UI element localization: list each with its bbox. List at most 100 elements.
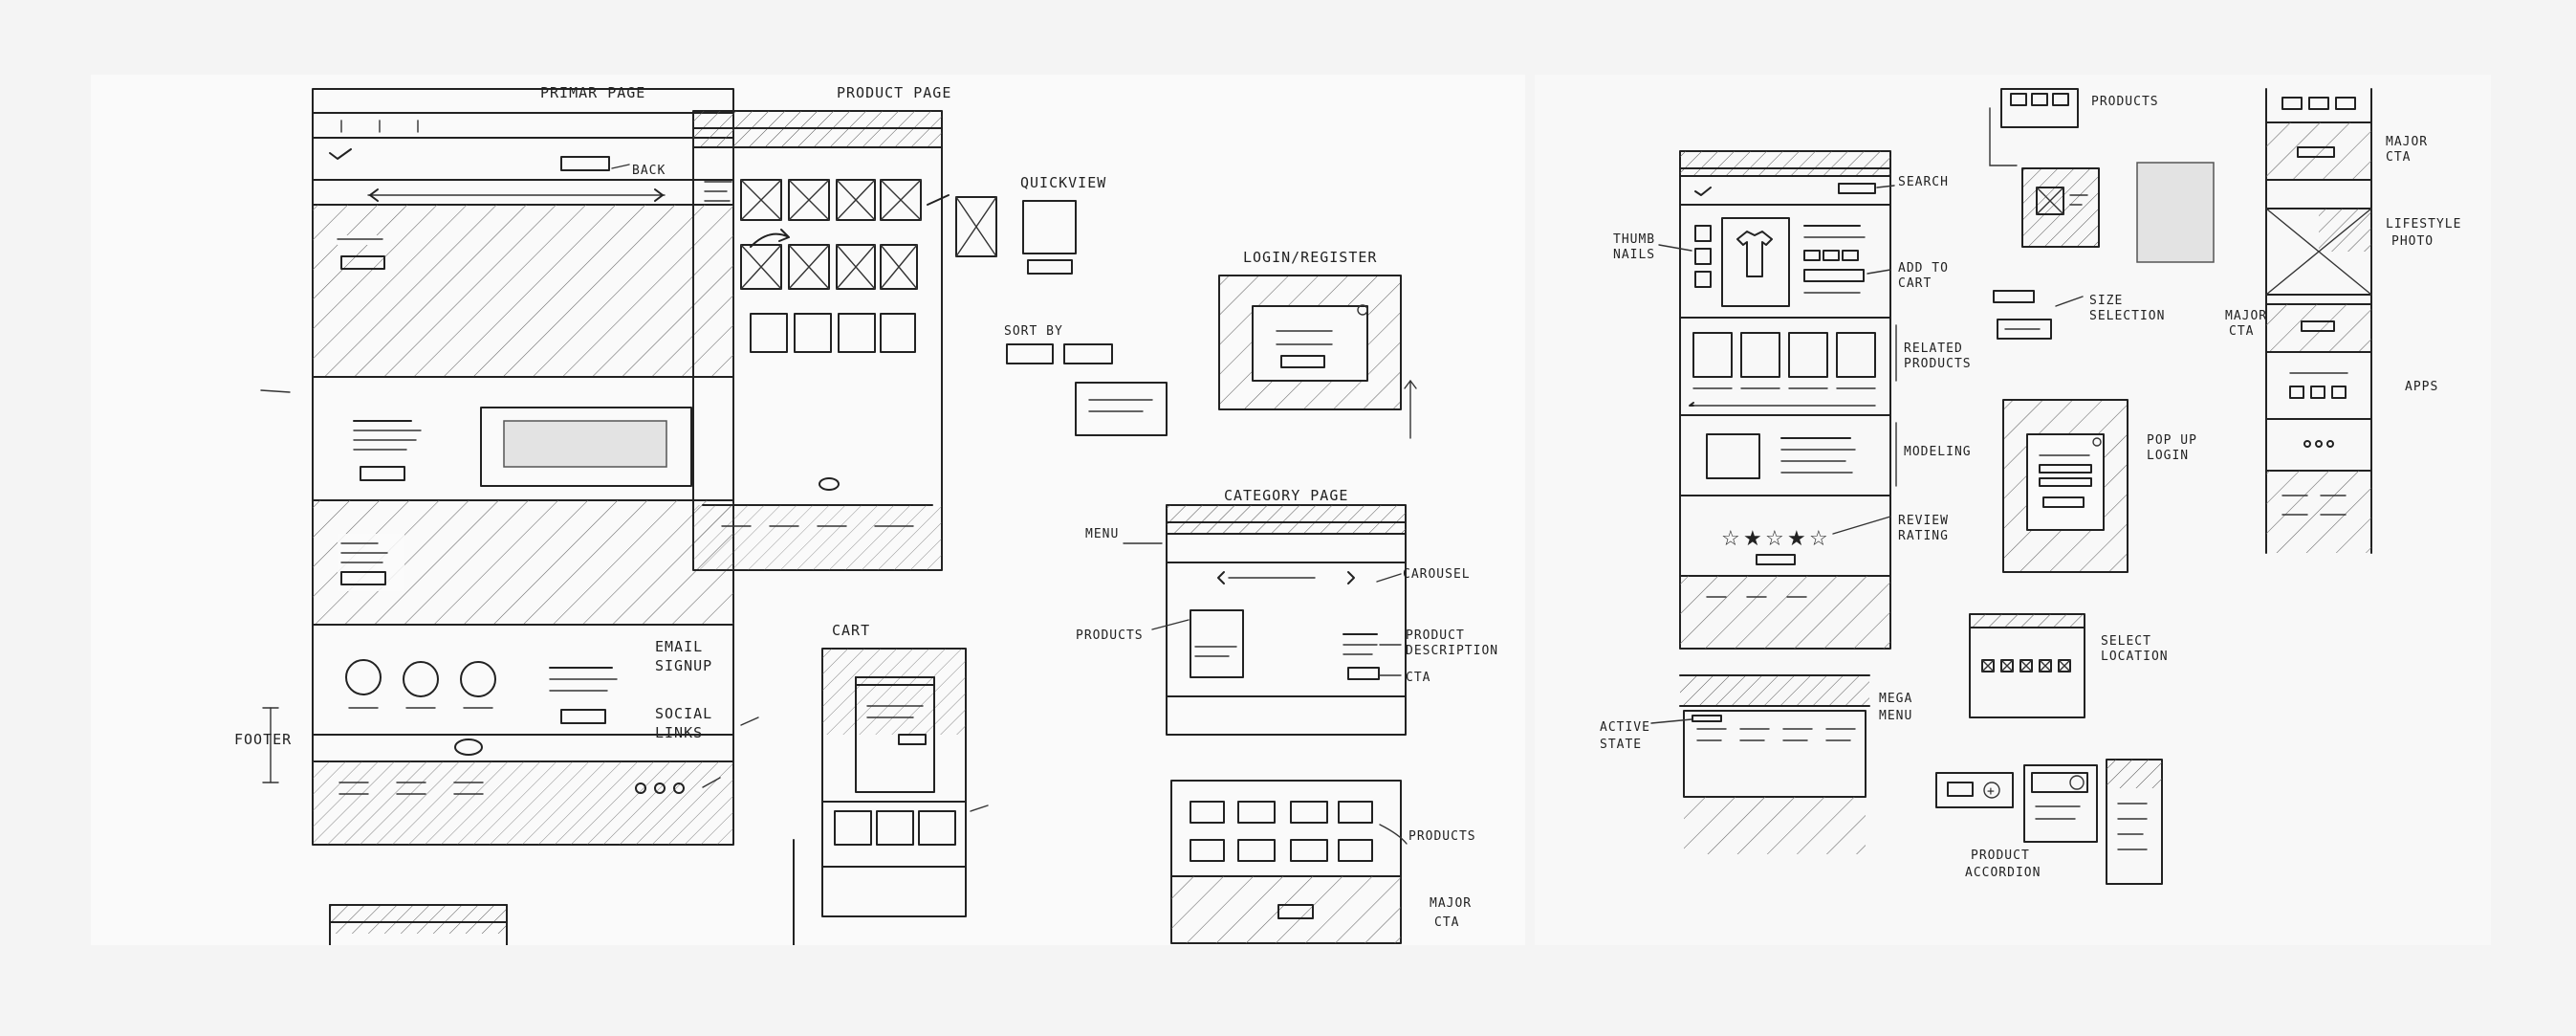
svg-text:SELECTION: SELECTION — [2089, 309, 2165, 323]
annotation-footer: FOOTER — [234, 708, 292, 783]
svg-text:MAJOR: MAJOR — [1430, 896, 1472, 911]
svg-text:MENU: MENU — [1085, 527, 1119, 541]
annotation-email-signup: EMAIL SIGNUP — [655, 638, 758, 725]
product-detail-wireframe: ☆ ★ ☆ ★ ☆ — [1680, 151, 1890, 649]
annotation-search: SEARCH — [1877, 175, 1949, 189]
annotation-major-cta: MAJOR CTA — [1430, 896, 1472, 930]
left-sketch-panel: PRIMAR PAGE BACK EMAIL SIGNUP SOCIAL LIN… — [91, 75, 1525, 945]
svg-text:POP UP: POP UP — [2147, 433, 2197, 448]
annotation-products-left: PRODUCTS — [1076, 620, 1189, 643]
annotation-carousel: CAROUSEL — [1377, 567, 1471, 582]
pop-up-login-wireframe — [2003, 400, 2128, 572]
svg-text:PRODUCTS: PRODUCTS — [1904, 357, 1972, 371]
svg-text:ACCORDION: ACCORDION — [1965, 866, 2041, 880]
svg-text:★: ★ — [1787, 527, 1806, 551]
svg-text:CART: CART — [1898, 276, 1932, 291]
svg-text:CTA: CTA — [1406, 671, 1430, 685]
size-selection-wireframe — [1994, 291, 2083, 339]
partial-wireframe-bottom — [330, 905, 507, 945]
label-products-top: PRODUCTS — [2091, 95, 2159, 109]
products-top-wireframe — [1990, 89, 2078, 165]
annotation-products-bottom: PRODUCTS — [1380, 825, 1476, 844]
svg-text:PRODUCTS: PRODUCTS — [1408, 829, 1476, 844]
svg-text:MAJOR: MAJOR — [2386, 135, 2428, 149]
arrow-category-up — [1405, 381, 1416, 438]
annotation-pointer-left — [261, 390, 290, 392]
product-accordion-wireframe: + — [1936, 760, 2162, 884]
svg-text:PRODUCT: PRODUCT — [1406, 628, 1465, 643]
product-page-wireframe — [693, 111, 942, 570]
landing-page-wireframe — [2266, 89, 2371, 553]
svg-text:ADD TO: ADD TO — [1898, 261, 1949, 276]
label-social: SOCIAL — [655, 705, 712, 722]
svg-text:THUMB: THUMB — [1613, 232, 1655, 247]
svg-text:SEARCH: SEARCH — [1898, 175, 1949, 189]
svg-text:☆: ☆ — [1809, 527, 1828, 551]
login-register-wireframe — [1219, 276, 1401, 409]
svg-text:FOOTER: FOOTER — [234, 731, 292, 748]
svg-text:SELECT: SELECT — [2101, 634, 2151, 649]
product-zoom-wireframe — [2022, 163, 2214, 262]
svg-text:MENU: MENU — [1879, 709, 1912, 723]
category-page-wireframe — [1167, 505, 1406, 735]
annotation-review-rating: REVIEW RATING — [1833, 514, 1949, 543]
svg-text:LOGIN: LOGIN — [2147, 449, 2189, 463]
svg-text:MEGA: MEGA — [1879, 692, 1912, 706]
label-links: LINKS — [655, 724, 703, 741]
primary-page-wireframe — [313, 89, 733, 845]
label-category-page: CATEGORY PAGE — [1224, 487, 1348, 504]
sort-by-wireframe — [1007, 344, 1167, 435]
annotation-mega-menu: MEGA MENU — [1879, 692, 1912, 723]
annotation-pop-up-login: POP UP LOGIN — [2147, 433, 2197, 463]
svg-text:RELATED: RELATED — [1904, 342, 1963, 356]
svg-text:REVIEW: REVIEW — [1898, 514, 1949, 528]
arrow-to-product-page — [751, 230, 789, 247]
svg-text:CTA: CTA — [2229, 324, 2254, 339]
annotation-add-to-cart: ADD TO CART — [1867, 261, 1949, 291]
mega-menu-wireframe — [1680, 675, 1869, 854]
label-primary-page: PRIMAR PAGE — [540, 84, 645, 101]
label-signup: SIGNUP — [655, 657, 712, 674]
annotation-menu: MENU — [1085, 527, 1162, 543]
annotation-active-state: ACTIVE STATE — [1600, 719, 1692, 752]
annotation-thumbnails: THUMB NAILS — [1613, 232, 1692, 262]
annotation-related-products: RELATED PRODUCTS — [1896, 325, 1972, 381]
svg-text:MODELING: MODELING — [1904, 445, 1972, 459]
annotation-major-cta-2: MAJOR CTA — [2225, 309, 2267, 339]
svg-text:★: ★ — [1743, 527, 1762, 551]
svg-text:CAROUSEL: CAROUSEL — [1403, 567, 1471, 582]
cart-wireframe — [794, 649, 988, 945]
svg-text:DESCRIPTION: DESCRIPTION — [1406, 644, 1498, 658]
svg-text:RATING: RATING — [1898, 529, 1949, 543]
label-product-page: PRODUCT PAGE — [837, 84, 951, 101]
annotation-select-location: SELECT LOCATION — [2101, 634, 2169, 664]
annotation-cta: CTA — [1380, 671, 1430, 685]
right-sketch-panel: ☆ ★ ☆ ★ ☆ SEARCH THUMB NAILS ADD TO CART… — [1535, 75, 2491, 945]
annotation-major-cta-1: MAJOR CTA — [2386, 135, 2428, 165]
annotation-product-accordion: PRODUCT ACCORDION — [1965, 849, 2041, 880]
annotation-size-selection: SIZE SELECTION — [2089, 294, 2165, 323]
svg-text:BACK: BACK — [632, 164, 666, 178]
svg-text:SIZE: SIZE — [2089, 294, 2123, 308]
svg-text:CTA: CTA — [2386, 150, 2411, 165]
annotation-back: BACK — [612, 164, 666, 178]
select-location-wireframe — [1970, 614, 2085, 717]
svg-text:PRODUCT: PRODUCT — [1971, 849, 2030, 863]
quickview-wireframe — [928, 195, 1076, 274]
label-email: EMAIL — [655, 638, 703, 655]
svg-text:CTA: CTA — [1434, 915, 1459, 930]
svg-text:LIFESTYLE: LIFESTYLE — [2386, 217, 2461, 231]
label-cart: CART — [832, 622, 870, 639]
annotation-modeling: MODELING — [1896, 423, 1972, 486]
svg-text:☆: ☆ — [1765, 527, 1784, 551]
svg-text:PHOTO: PHOTO — [2391, 234, 2434, 249]
left-sketch-drawing: PRIMAR PAGE BACK EMAIL SIGNUP SOCIAL LIN… — [234, 84, 1498, 945]
annotation-lifestyle-photo: LIFESTYLE PHOTO — [2386, 217, 2461, 249]
label-sort-by: SORT BY — [1004, 324, 1063, 339]
svg-text:ACTIVE: ACTIVE — [1600, 720, 1650, 735]
svg-text:☆: ☆ — [1721, 527, 1740, 551]
svg-text:LOCATION: LOCATION — [2101, 650, 2169, 664]
svg-text:+: + — [1987, 784, 1996, 799]
svg-text:MAJOR: MAJOR — [2225, 309, 2267, 323]
annotation-product-description: PRODUCT DESCRIPTION — [1380, 628, 1498, 658]
